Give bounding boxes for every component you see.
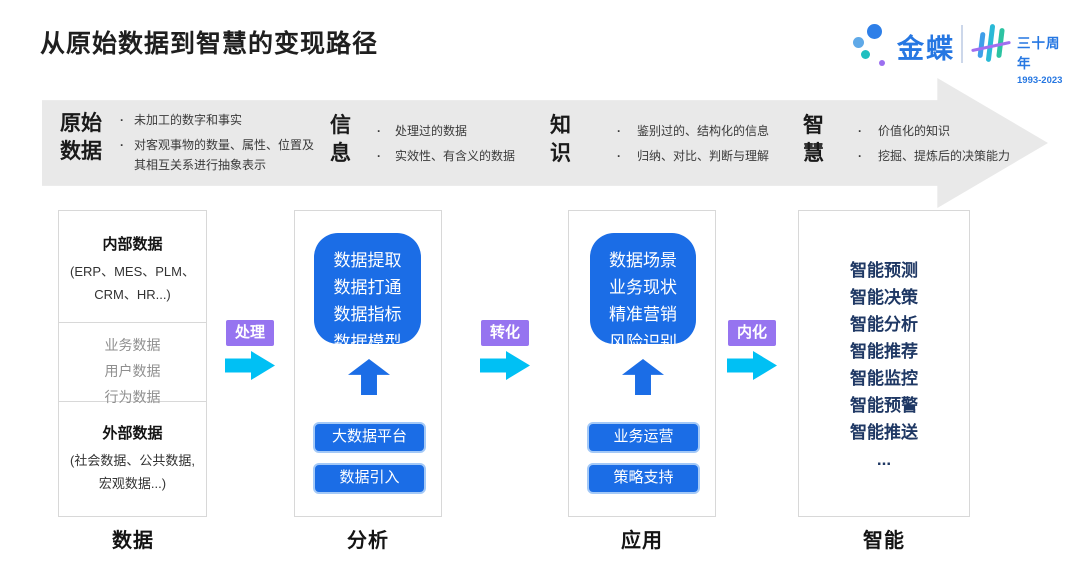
up-arrow-icon	[622, 359, 664, 395]
right-arrow-icon	[480, 351, 530, 380]
data-import-button: 数据引入	[313, 463, 426, 494]
page-title: 从原始数据到智慧的变现路径	[40, 30, 379, 58]
big-data-platform-button: 大数据平台	[313, 422, 426, 453]
right-arrow-icon	[727, 351, 777, 380]
stage-bullet: ·归纳、对比、判断与理解	[617, 148, 770, 163]
application-core-box: 数据场景 业务现状 精准营销 风险识别	[590, 233, 696, 352]
connector-label-transform: 转化	[481, 320, 529, 346]
footer-label-application: 应用	[621, 530, 663, 552]
smart-capability-item: 智能监控	[850, 369, 918, 388]
internal-data-detail: (ERP、MES、PLM、 CRM、HR...)	[70, 264, 195, 302]
stage-heading: 知 识	[550, 114, 571, 165]
stage-bullet: ·价值化的知识	[858, 124, 951, 138]
banner-stage-wisdom: 智 慧 ·价值化的知识 ·挖掘、提炼后的决策能力	[803, 112, 1043, 170]
anniversary-30-mark-icon	[971, 18, 1013, 72]
stage-bullet: ·未加工的数字和事实	[120, 113, 243, 127]
external-data-section: 外部数据 (社会数据、公共数据, 宏观数据...)	[59, 402, 206, 496]
data-type-item: 业务数据	[104, 337, 161, 353]
analysis-core-box: 数据提取 数据打通 数据指标 数据模型	[314, 233, 421, 352]
anniversary-text: 三十周年 1993-2023	[1017, 32, 1065, 86]
banner-stage-information: 信 息 ·处理过的数据 ·实效性、有含义的数据	[330, 112, 565, 170]
right-arrow-icon	[225, 351, 275, 380]
smart-capability-item: 智能预警	[850, 396, 918, 415]
kingdee-logo: 金蝶 三十周年 1993-2023	[845, 16, 1065, 86]
column-intelligence: 智能预测 智能决策 智能分析 智能推荐 智能监控 智能预警 智能推送 ...	[798, 210, 970, 517]
external-data-detail: (社会数据、公共数据, 宏观数据...)	[70, 453, 195, 491]
external-data-title: 外部数据	[102, 425, 163, 442]
data-type-item: 用户数据	[104, 362, 161, 379]
banner-stage-raw-data: 原始 数据 ·未加工的数字和事实 ·对客观事物的数量、属性、位置及其相互关系进行…	[60, 110, 316, 180]
column-application: 数据场景 业务现状 精准营销 风险识别 业务运营 策略支持	[568, 210, 716, 517]
stage-bullet: ·对客观事物的数量、属性、位置及其相互关系进行抽象表示	[120, 137, 315, 173]
smart-capability-item: 智能决策	[850, 288, 918, 307]
logo-dot-icon	[861, 50, 870, 59]
logo-dot-icon	[867, 24, 882, 39]
anniversary-title: 三十周年	[1017, 36, 1061, 71]
column-analysis: 数据提取 数据打通 数据指标 数据模型 大数据平台 数据引入	[294, 210, 442, 517]
banner-stage-knowledge: 知 识 ·鉴别过的、结构化的信息 ·归纳、对比、判断与理解	[550, 112, 817, 170]
logo-dot-icon	[853, 37, 864, 48]
footer-label-data: 数据	[112, 530, 154, 552]
footer-label-analysis: 分析	[347, 530, 389, 552]
internal-data-section: 内部数据 (ERP、MES、PLM、 CRM、HR...)	[59, 211, 206, 322]
connector-label-internalize: 内化	[728, 320, 776, 346]
smart-capability-ellipsis: ...	[876, 450, 892, 469]
connector-label-process: 处理	[226, 320, 274, 346]
anniversary-years: 1993-2023	[1017, 75, 1063, 86]
stage-bullet: ·处理过的数据	[377, 124, 468, 138]
stage-bullet: ·挖掘、提炼后的决策能力	[858, 148, 1011, 163]
middle-data-section: 业务数据 用户数据 行为数据	[59, 322, 206, 405]
up-arrow-icon	[348, 359, 390, 395]
internal-data-title: 内部数据	[102, 236, 163, 253]
smart-capability-item: 智能推荐	[850, 342, 918, 361]
smart-capability-item: 智能预测	[850, 261, 918, 280]
stage-heading: 智 慧	[803, 114, 824, 165]
smart-capability-item: 智能分析	[850, 315, 918, 334]
column-data: 内部数据 (ERP、MES、PLM、 CRM、HR...) 业务数据 用户数据 …	[58, 210, 207, 517]
stage-heading: 信 息	[330, 114, 351, 165]
stage-bullet: ·鉴别过的、结构化的信息	[617, 124, 770, 138]
strategy-support-button: 策略支持	[587, 463, 700, 494]
data-type-item: 行为数据	[104, 388, 161, 405]
stage-bullet: ·实效性、有含义的数据	[377, 148, 516, 163]
logo-divider	[961, 25, 963, 63]
smart-capability-item: 智能推送	[850, 423, 918, 442]
stage-heading: 原始 数据	[60, 112, 102, 163]
logo-dot-icon	[879, 60, 885, 66]
footer-label-intelligence: 智能	[863, 530, 905, 552]
brand-name: 金蝶	[897, 34, 955, 64]
business-operation-button: 业务运营	[587, 422, 700, 453]
